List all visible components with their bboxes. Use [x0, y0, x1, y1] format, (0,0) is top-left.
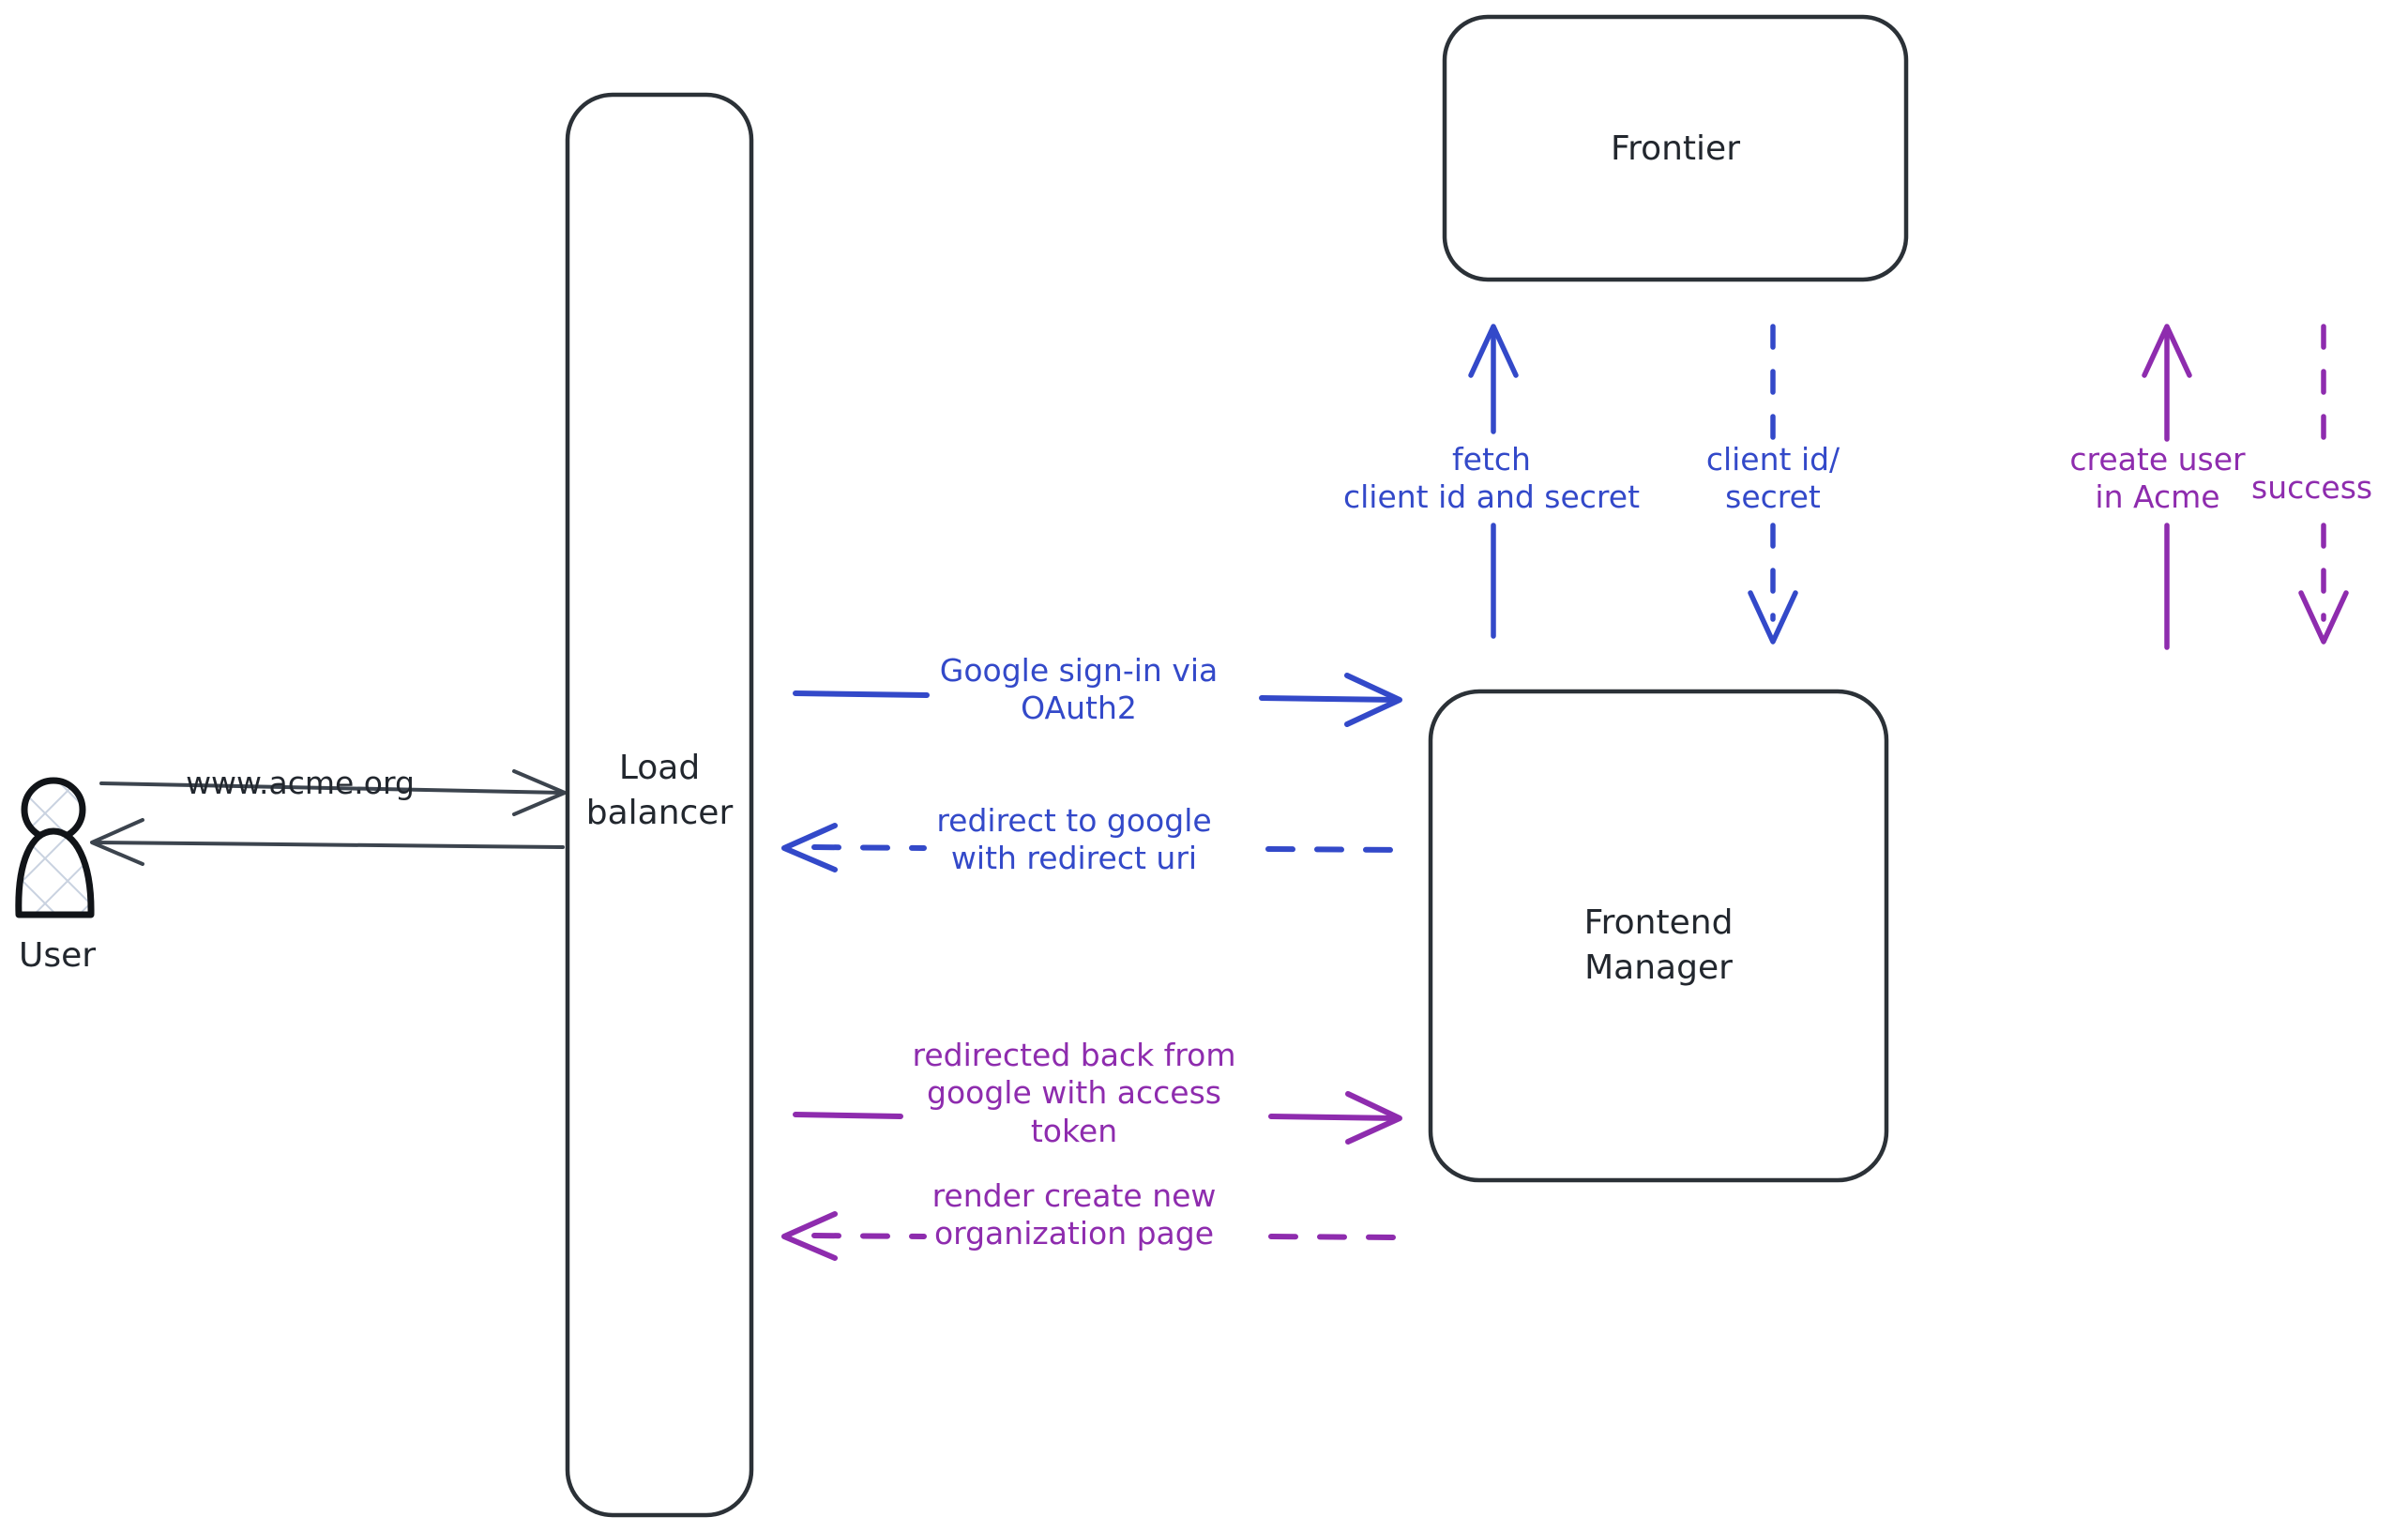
arrowhead-up-icon	[1468, 324, 1519, 378]
edge-create-user-in-acme[interactable]	[2142, 324, 2192, 650]
node-load-balancer[interactable]	[565, 92, 754, 1518]
edge-label-google-signin: Google sign-in via OAuth2	[939, 652, 1219, 727]
arrowhead-up-icon	[2142, 324, 2192, 378]
node-frontend-manager[interactable]	[1428, 689, 1889, 1183]
edge-fetch-client-id-secret[interactable]	[1468, 324, 1519, 639]
edge-label-success: success	[2251, 469, 2373, 506]
edge-label-render-create-org: render create new organization page	[931, 1177, 1217, 1252]
edge-redirected-back-token[interactable]	[793, 1091, 1402, 1145]
edge-success-response[interactable]	[2298, 324, 2349, 645]
edge-render-create-org[interactable]	[781, 1211, 1402, 1261]
arrowhead-left-icon	[781, 1211, 838, 1261]
edge-google-signin[interactable]	[793, 673, 1402, 727]
edge-label-fetch-client: fetch client id and secret	[1342, 441, 1641, 516]
user-body-icon	[15, 827, 95, 918]
edge-label-create-user: create user in Acme	[2069, 441, 2246, 516]
node-frontier[interactable]	[1442, 14, 1909, 282]
arrowhead-right-icon	[1344, 673, 1402, 727]
edge-client-id-secret-response[interactable]	[1748, 324, 1798, 645]
actor-user[interactable]	[15, 777, 95, 918]
arrowhead-right-icon	[1345, 1091, 1402, 1145]
arrowhead-left-icon	[90, 818, 144, 866]
edge-user-to-load-balancer[interactable]	[99, 769, 567, 816]
arrowhead-right-icon	[512, 769, 567, 816]
edge-load-balancer-to-user[interactable]	[90, 818, 565, 866]
edge-label-client-id-secret: client id/ secret	[1705, 441, 1840, 516]
edge-label-acme-url: www.acme.org	[186, 765, 415, 801]
arrowhead-left-icon	[781, 823, 838, 872]
edge-label-redirect-to-google: redirect to google with redirect uri	[936, 802, 1212, 877]
edge-redirect-to-google[interactable]	[781, 823, 1402, 872]
edge-label-redirected-back: redirected back from google with access …	[912, 1037, 1236, 1149]
arrowhead-down-icon	[1748, 590, 1798, 645]
arrowhead-down-icon	[2298, 590, 2349, 645]
